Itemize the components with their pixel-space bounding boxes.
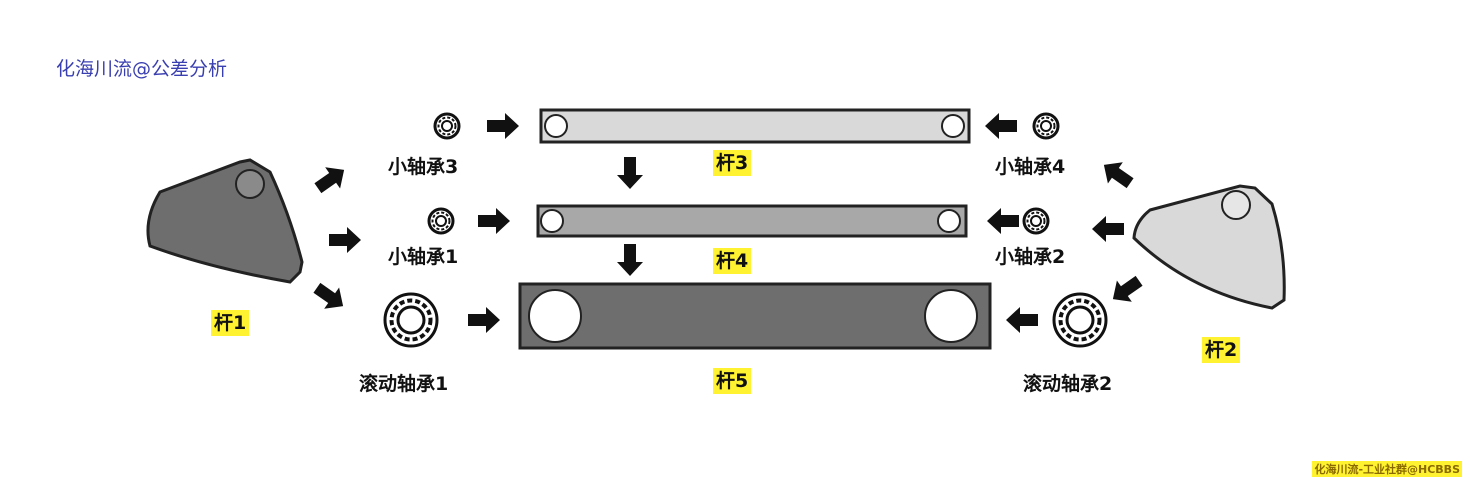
label-small-bearing-4: 小轴承4 [995, 156, 1066, 178]
arrow-right-icon [478, 208, 510, 234]
small-bearing-2 [1022, 207, 1050, 235]
rod4-part [536, 204, 968, 238]
label-small-bearing-3: 小轴承3 [388, 156, 459, 178]
arrow-down-icon [617, 244, 643, 276]
rod5-part [518, 282, 992, 350]
arrow-right-icon [487, 113, 519, 139]
rod1-part [146, 158, 304, 284]
arrow-left-icon [1105, 270, 1147, 310]
arrow-left-icon [1092, 216, 1124, 242]
tag-rod4: 杆4 [713, 248, 752, 274]
arrow-down-icon [617, 157, 643, 189]
label-small-bearing-2: 小轴承2 [995, 246, 1066, 268]
tag-rod5: 杆5 [713, 368, 752, 394]
label-rolling-bearing-1: 滚动轴承1 [359, 373, 449, 395]
arrow-right-icon [329, 227, 361, 253]
tag-rod3: 杆3 [713, 150, 752, 176]
arrow-right-icon [310, 159, 352, 199]
footer-watermark: 化海川流-工业社群@HCBBS [1312, 461, 1462, 477]
label-small-bearing-1: 小轴承1 [388, 246, 459, 268]
rod2-part [1132, 184, 1286, 310]
arrow-right-icon [309, 277, 351, 317]
small-bearing-3 [433, 112, 461, 140]
rolling-bearing-1 [383, 292, 439, 348]
small-bearing-4 [1032, 112, 1060, 140]
small-bearing-1 [427, 207, 455, 235]
tag-rod2: 杆2 [1202, 337, 1241, 363]
page-title: 化海川流@公差分析 [56, 58, 228, 80]
tag-rod1: 杆1 [211, 310, 250, 336]
rolling-bearing-2 [1052, 292, 1108, 348]
rod3-part [539, 108, 971, 144]
arrow-left-icon [1006, 307, 1038, 333]
label-rolling-bearing-2: 滚动轴承2 [1023, 373, 1113, 395]
arrow-left-icon [985, 113, 1017, 139]
arrow-left-icon [987, 208, 1019, 234]
arrow-left-icon [1096, 154, 1138, 194]
arrow-right-icon [468, 307, 500, 333]
